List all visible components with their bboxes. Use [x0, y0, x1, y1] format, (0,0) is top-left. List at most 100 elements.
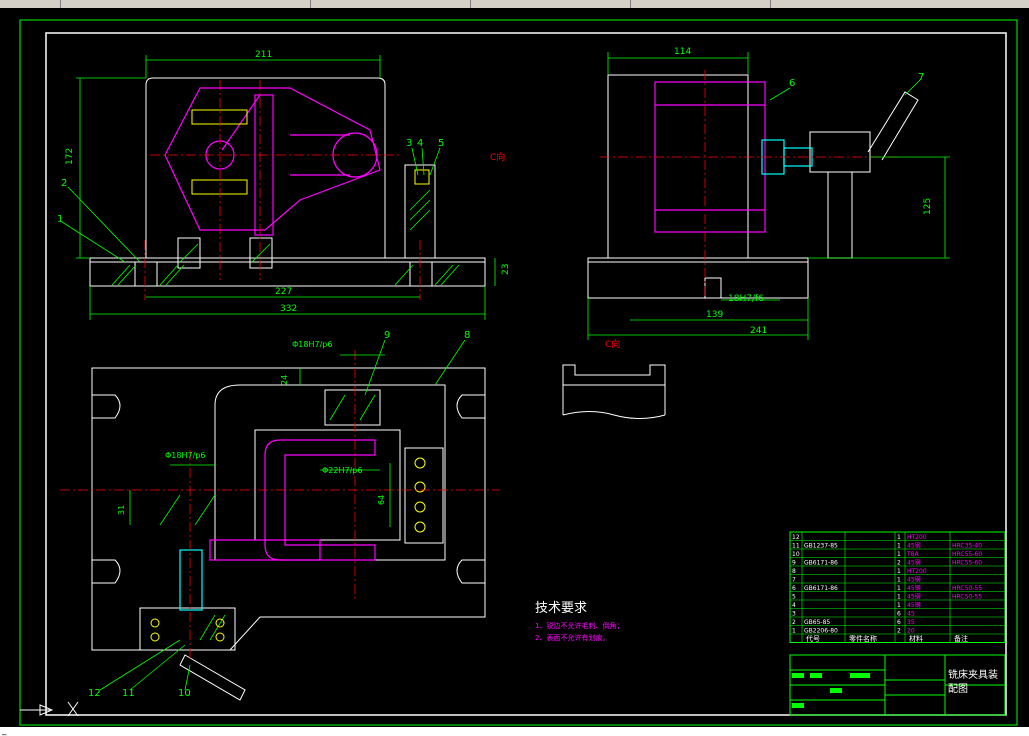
dim-23: 23	[501, 264, 511, 275]
bom-cell: 6	[897, 611, 901, 618]
part-number-2: 2	[61, 178, 67, 189]
yellow-fasteners	[191, 109, 430, 195]
bom-cell: HT200	[907, 534, 927, 541]
side-view	[587, 74, 919, 299]
drawing-frame	[45, 32, 1007, 716]
detail-view-c	[562, 364, 666, 419]
front-view	[89, 77, 486, 287]
dim-64: 64	[377, 495, 386, 505]
side-dimension-lines	[587, 52, 950, 340]
dim-phi18-left: Φ18H7/p6	[165, 451, 205, 460]
toolbar-segment[interactable]	[630, 0, 771, 8]
part-number-3: 3	[406, 138, 412, 149]
center-lines	[144, 80, 421, 300]
bom-cell: 6	[897, 619, 901, 626]
bom-cell: HRC50-55	[952, 594, 982, 601]
bom-cell: 9	[792, 560, 796, 567]
part-number-1: 1	[57, 214, 63, 225]
bom-cell: HRC50-55	[952, 585, 982, 592]
bom-header-cell: 备注	[954, 634, 968, 643]
bom-cell: 6	[792, 585, 796, 592]
dim-227: 227	[275, 287, 292, 297]
bom-cell: 12	[792, 534, 800, 541]
dim-332: 332	[280, 304, 297, 314]
bom-cell: 35	[907, 619, 915, 626]
part-number-4: 4	[417, 138, 423, 149]
dim-139: 139	[706, 310, 723, 320]
bom-cell: 7	[792, 577, 796, 584]
drawing-title: 铣床夹具装	[948, 668, 998, 681]
view-direction-label: C向	[490, 151, 505, 163]
bom-cell: 45钢	[907, 601, 921, 609]
tech-req-title: 技术要求	[535, 601, 587, 616]
dim-125: 125	[923, 198, 933, 215]
bom-cell: 1	[792, 628, 796, 635]
bom-cell: GB6171-86	[804, 585, 838, 592]
bom-cell: 45钢	[907, 559, 921, 567]
bom-header-cell: 零件名称	[849, 634, 877, 643]
detail-view-label: C向	[605, 338, 620, 350]
bom-cell: 1	[897, 577, 901, 584]
ucs-icon	[20, 701, 79, 717]
top-view-screw	[179, 549, 203, 611]
part-number-5: 5	[438, 138, 444, 149]
hatching	[111, 189, 460, 286]
toolbar-segment[interactable]	[60, 0, 311, 8]
bom-cell: 3	[792, 611, 796, 618]
toolbar-segment[interactable]	[0, 0, 61, 8]
bom-cell: GB6171-86	[804, 560, 838, 567]
cad-drawing-canvas[interactable]: 211 172 227 332 23 1 2 3 4 5 C向	[0, 8, 1029, 727]
part-number-11: 11	[122, 688, 135, 699]
dim-31: 31	[117, 505, 126, 515]
bom-cell: HRC35-40	[952, 543, 982, 550]
bom-cell: HT200	[907, 568, 927, 575]
bom-cell: 11	[792, 543, 800, 550]
bom-cell: GB2206-80	[804, 628, 838, 635]
dim-241: 241	[750, 326, 767, 336]
dim-114: 114	[674, 47, 691, 57]
window-toolbar	[0, 0, 1029, 8]
top-view-hatching	[159, 394, 376, 641]
bom-cell: 1	[897, 568, 901, 575]
top-dimension-lines	[99, 339, 466, 691]
top-view	[91, 367, 486, 651]
top-view-clamp	[209, 439, 376, 561]
bom-cell: 45	[907, 611, 915, 618]
bom-cell: 10	[792, 551, 800, 558]
dim-18-fit: 18H7/f6	[728, 294, 764, 304]
clamp-linkage	[164, 87, 381, 236]
tech-req-item-2: 2、表面不允许有划痕。	[535, 633, 609, 642]
part-number-10: 10	[178, 688, 191, 699]
bom-cell: 45钢	[907, 593, 921, 601]
leader-lines	[61, 147, 441, 263]
bom-header-cell: 材料	[909, 634, 923, 643]
bom-cell: 45钢	[907, 542, 921, 550]
bom-cell: HRC55-60	[952, 560, 982, 567]
part-number-8: 8	[464, 330, 470, 341]
command-line[interactable]: _	[0, 727, 1029, 736]
dim-211: 211	[255, 50, 272, 60]
tech-req-item-1: 1、锐边不允许毛刺、倒角；	[535, 621, 623, 630]
part-number-9: 9	[384, 330, 390, 341]
bom-cell: 5	[792, 594, 796, 601]
bom-cell: 45钢	[907, 576, 921, 584]
toolbar-segment[interactable]	[310, 0, 471, 8]
dim-24: 24	[280, 375, 289, 385]
outer-frame	[19, 19, 1018, 726]
bom-cell: 2	[792, 619, 796, 626]
bom-cell: 20	[907, 628, 915, 635]
bom-cell: 1	[897, 551, 901, 558]
toolbar-segment[interactable]	[770, 0, 1029, 8]
bom-cell: 1	[897, 534, 901, 541]
bom-cell: HRC55-60	[952, 551, 982, 558]
dim-172: 172	[65, 148, 75, 165]
bom-cell: 4	[792, 602, 796, 609]
bom-cell: 1	[897, 543, 901, 550]
toolbar-segment[interactable]	[470, 0, 631, 8]
dimension-lines	[76, 55, 496, 320]
bom-cell: 2	[897, 560, 901, 567]
bom-cell: 2	[897, 628, 901, 635]
bom-cell: 1	[897, 594, 901, 601]
bom-cell: GB65-85	[804, 619, 830, 626]
